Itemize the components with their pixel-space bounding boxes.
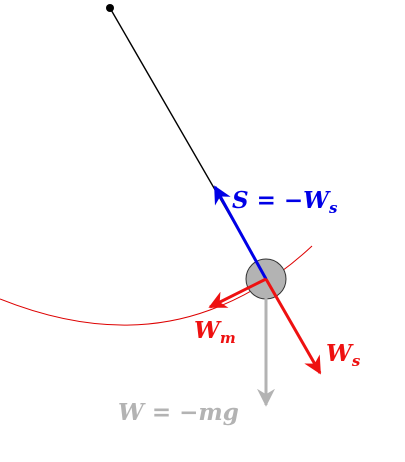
- pivot-point: [106, 4, 114, 12]
- wm-component-arrow: [208, 277, 267, 309]
- tension-label: S = −Ws: [232, 187, 338, 217]
- ws-component-arrow: [264, 278, 322, 375]
- wm-label: Wm: [194, 317, 236, 347]
- ws-label: Ws: [326, 340, 361, 370]
- tension-arrow: [213, 185, 268, 280]
- weight-label: W = −mg: [118, 399, 239, 426]
